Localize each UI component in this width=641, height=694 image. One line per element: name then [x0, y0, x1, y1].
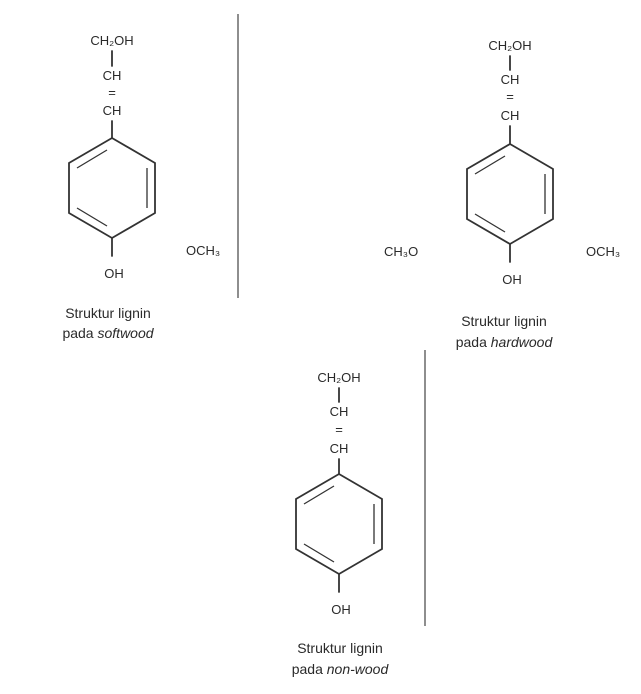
ring-double-bond	[76, 149, 108, 169]
benzene-ring	[68, 136, 156, 240]
chain-lower-label: CH	[501, 108, 520, 123]
caption-prefix: pada	[62, 325, 97, 341]
caption-emphasis: non-wood	[327, 661, 390, 677]
caption-line1: Struktur lignin	[461, 313, 547, 329]
caption-line2: pada non-wood	[292, 661, 390, 677]
top-group-label: CH₂OH	[488, 38, 531, 53]
benzene-ring	[466, 142, 554, 246]
caption-line1: Struktur lignin	[297, 640, 383, 656]
chain-upper-label: CH	[103, 68, 122, 83]
ring-double-bond	[474, 213, 506, 233]
hydroxyl-label: OH	[331, 602, 351, 617]
top-group-label: CH₂OH	[317, 370, 360, 385]
caption-line2: pada softwood	[62, 325, 154, 341]
ring-double-bond	[76, 207, 108, 227]
chain-upper-label: CH	[501, 72, 520, 87]
hydroxyl-label: OH	[104, 266, 124, 281]
ring-double-bond	[303, 543, 335, 563]
ring-double-bond	[303, 485, 335, 505]
structure-non-wood: CH₂OH CH = CH OH Struktur lignin pada no…	[292, 370, 390, 677]
methoxy-right-label: OCH₃	[186, 243, 220, 258]
structure-hardwood: CH₂OH CH = CH OH CH₃O OCH₃ Struktur lign…	[384, 38, 620, 350]
benzene-ring	[295, 472, 383, 576]
double-bond-label: =	[335, 422, 343, 437]
methoxy-left-label: CH₃O	[384, 244, 418, 259]
caption-emphasis: softwood	[98, 325, 155, 341]
hydroxyl-label: OH	[502, 272, 522, 287]
caption-line2: pada hardwood	[456, 334, 554, 350]
double-bond-label: =	[108, 85, 116, 100]
double-bond-label: =	[506, 89, 514, 104]
chain-lower-label: CH	[330, 441, 349, 456]
chain-lower-label: CH	[103, 103, 122, 118]
caption-emphasis: hardwood	[491, 334, 554, 350]
caption-line1: Struktur lignin	[65, 305, 151, 321]
top-group-label: CH₂OH	[90, 33, 133, 48]
ring-double-bond	[474, 155, 506, 175]
caption-prefix: pada	[292, 661, 327, 677]
methoxy-right-label: OCH₃	[586, 244, 620, 259]
structure-softwood: CH₂OH CH = CH OH OCH₃ Struktur lignin pa…	[62, 33, 220, 341]
chain-upper-label: CH	[330, 404, 349, 419]
caption-prefix: pada	[456, 334, 491, 350]
